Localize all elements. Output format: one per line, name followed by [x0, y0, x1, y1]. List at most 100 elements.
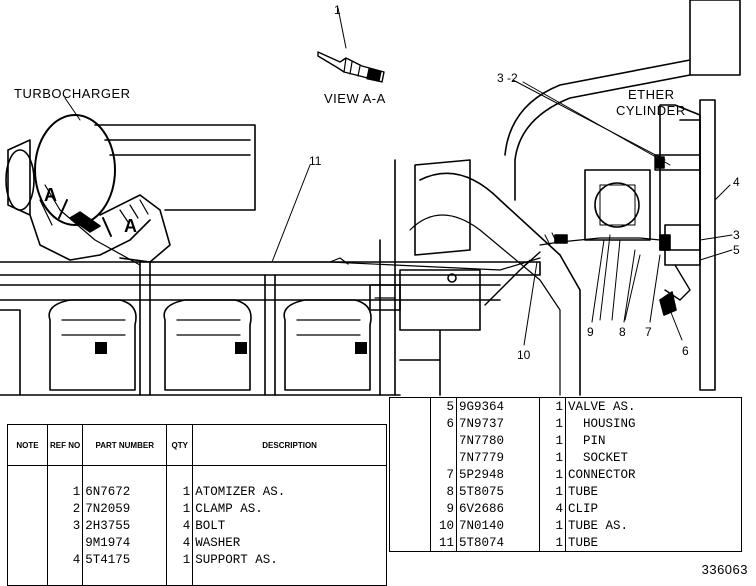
qty-cell: 1	[539, 466, 566, 483]
ref-cell: 5	[430, 397, 457, 415]
ref-cell: 9	[430, 500, 457, 517]
description-cell: TUBE	[565, 534, 742, 552]
ref-cell: 10	[430, 517, 457, 534]
ref-cell: 8	[430, 483, 457, 500]
engine-block-drawing	[0, 159, 581, 396]
view-a-a-label: VIEW A-A	[324, 91, 386, 106]
part-number-cell: 5T4175	[82, 551, 168, 568]
view-a-a-atomizer-detail	[317, 7, 385, 83]
description-cell: CONNECTOR	[565, 466, 742, 483]
description-cell: ATOMIZER AS.	[192, 483, 387, 500]
ref-cell	[430, 449, 457, 466]
parts-table-left: NOTE REF NO PART NUMBER QTY DESCRIPTION …	[7, 424, 387, 586]
table-row: 5 9G9364 1 VALVE AS.	[389, 397, 742, 415]
ether-label: ETHER	[628, 87, 675, 102]
callout-11: 11	[309, 154, 322, 168]
callout-1: 1	[334, 3, 341, 17]
part-number-cell: 7N7779	[456, 449, 540, 466]
ref-cell	[46, 534, 84, 551]
callout-4: 4	[733, 175, 740, 189]
parts-table-right: 5 9G9364 1 VALVE AS. 6 7N9737 1 HOUSING …	[389, 397, 742, 552]
qty-cell: 4	[539, 500, 566, 517]
callout-8: 8	[619, 325, 626, 339]
part-number-cell: 7N9737	[456, 415, 540, 432]
part-number-cell: 7N0140	[456, 517, 540, 534]
ref-cell: 2	[46, 500, 84, 517]
qty-cell: 4	[166, 517, 194, 534]
part-number-cell: 5T8075	[456, 483, 540, 500]
ref-cell: 3	[46, 517, 84, 534]
table-row: 1 6N7672 1 ATOMIZER AS.	[7, 483, 387, 500]
ref-cell: 1	[46, 483, 84, 500]
table-row: 7N7779 1 SOCKET	[389, 449, 742, 466]
turbocharger-drawing	[5, 97, 256, 266]
ref-cell: 6	[430, 415, 457, 432]
note-header: NOTE	[7, 424, 48, 466]
part-number-cell: 5T8074	[456, 534, 540, 552]
tube-11-drawing	[139, 251, 541, 306]
table-row	[7, 568, 387, 586]
part-number-cell: 9G9364	[456, 397, 540, 415]
description-header: DESCRIPTION	[192, 424, 387, 466]
ref-no-header: REF NO	[46, 424, 84, 466]
ref-cell: 11	[430, 534, 457, 552]
table-header-row: NOTE REF NO PART NUMBER QTY DESCRIPTION	[7, 424, 387, 466]
qty-cell: 1	[166, 483, 194, 500]
description-cell: CLIP	[565, 500, 742, 517]
cylinder-label: CYLINDER	[616, 103, 686, 118]
callout-5: 5	[733, 243, 740, 257]
description-cell: TUBE AS.	[565, 517, 742, 534]
part-number-header: PART NUMBER	[82, 424, 168, 466]
qty-cell: 1	[539, 415, 566, 432]
qty-header: QTY	[166, 424, 194, 466]
table-row: 2 7N2059 1 CLAMP AS.	[7, 500, 387, 517]
qty-cell: 1	[539, 483, 566, 500]
description-cell: SUPPORT AS.	[192, 551, 387, 568]
callout-3: 3	[733, 228, 740, 242]
qty-cell: 1	[539, 397, 566, 415]
section-a-right-label: A	[124, 216, 138, 236]
table-row: 10 7N0140 1 TUBE AS.	[389, 517, 742, 534]
qty-cell: 1	[539, 449, 566, 466]
section-a-left-label: A	[44, 185, 58, 205]
table-row: 11 5T8074 1 TUBE	[389, 534, 742, 552]
callout-3-2: 3 -2	[497, 71, 518, 85]
callout-leader-lines	[271, 79, 733, 346]
qty-cell: 1	[539, 534, 566, 552]
description-cell: WASHER	[192, 534, 387, 551]
ref-cell	[430, 432, 457, 449]
qty-cell: 1	[539, 432, 566, 449]
part-number-cell: 6N7672	[82, 483, 168, 500]
description-cell: CLAMP AS.	[192, 500, 387, 517]
table-row: 4 5T4175 1 SUPPORT AS.	[7, 551, 387, 568]
qty-cell: 1	[539, 517, 566, 534]
ref-cell: 4	[46, 551, 84, 568]
description-cell: TUBE	[565, 483, 742, 500]
description-cell: SOCKET	[565, 449, 742, 466]
table-row: 6 7N9737 1 HOUSING	[389, 415, 742, 432]
table-row: 8 5T8075 1 TUBE	[389, 483, 742, 500]
part-number-cell: 2H3755	[82, 517, 168, 534]
table-row: 9M1974 4 WASHER	[7, 534, 387, 551]
description-cell: PIN	[565, 432, 742, 449]
description-cell: BOLT	[192, 517, 387, 534]
part-number-cell: 6V2686	[456, 500, 540, 517]
callout-6: 6	[682, 344, 689, 358]
turbocharger-label: TURBOCHARGER	[14, 86, 131, 101]
callout-9: 9	[587, 325, 594, 339]
part-number-cell: 7N7780	[456, 432, 540, 449]
table-row: 9 6V2686 4 CLIP	[389, 500, 742, 517]
qty-cell: 4	[166, 534, 194, 551]
table-row	[7, 465, 387, 483]
callout-7: 7	[645, 325, 652, 339]
ether-mounting-drawing	[504, 0, 741, 391]
description-cell: HOUSING	[565, 415, 742, 432]
description-cell: VALVE AS.	[565, 397, 742, 415]
part-number-cell: 5P2948	[456, 466, 540, 483]
callout-10: 10	[517, 348, 531, 362]
ref-cell: 7	[430, 466, 457, 483]
qty-cell: 1	[166, 551, 194, 568]
table-row: 7N7780 1 PIN	[389, 432, 742, 449]
part-number-cell: 9M1974	[82, 534, 168, 551]
